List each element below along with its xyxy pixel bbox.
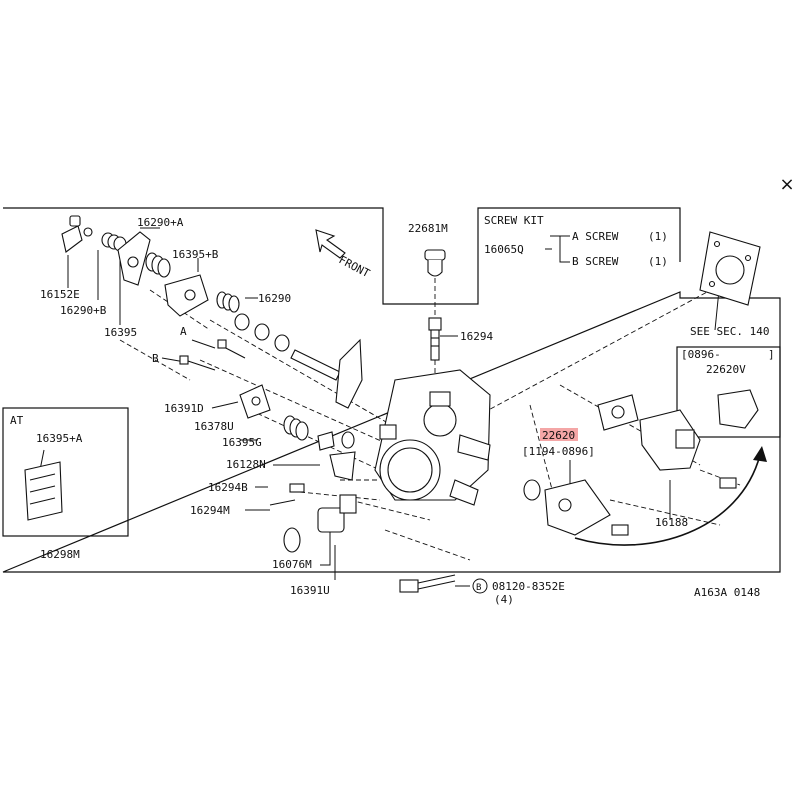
- label-date-0896-close: ]: [768, 348, 775, 361]
- highlight-22620: [540, 428, 578, 441]
- spring-16290-b: [101, 232, 127, 252]
- label-marker-a: A: [180, 325, 187, 338]
- label-a-qty: (1): [648, 230, 668, 243]
- label-footer: A163A 0148: [694, 586, 760, 599]
- bracket-16391D: [239, 384, 271, 419]
- at-subframe: [2, 407, 129, 537]
- gasket-140: [699, 231, 761, 306]
- close-button[interactable]: ×: [779, 174, 795, 195]
- bolt-08120: [399, 574, 456, 593]
- label-16076M: 16076M: [272, 558, 312, 571]
- spring-16378U: [283, 415, 309, 441]
- idle-valve-16188: [639, 409, 701, 471]
- screw-16294B: [289, 483, 305, 493]
- label-16294M: 16294M: [190, 504, 230, 517]
- label-08120: 08120-8352E: [492, 580, 565, 593]
- at-bracket-16395A: [24, 461, 63, 521]
- throttle-lever: [335, 338, 363, 409]
- bolt-b-circle: [472, 578, 488, 594]
- spring-16290: [216, 291, 240, 313]
- bushing-16395G: [317, 431, 355, 451]
- label-bolt-circle: B: [476, 583, 481, 593]
- washer-row: [234, 313, 341, 381]
- label-16065Q: 16065Q: [484, 243, 524, 256]
- label-16128N: 16128N: [226, 458, 266, 471]
- label-b-screw: B SCREW: [572, 255, 619, 268]
- label-16395A: 16395+A: [36, 432, 83, 445]
- screw-b: [179, 355, 216, 371]
- label-date-0896: [0896-: [681, 348, 721, 361]
- sensor-16391U: [317, 494, 357, 533]
- nut-16152E: [61, 215, 93, 253]
- label-16395: 16395: [104, 326, 137, 339]
- sensor-22620: [544, 479, 611, 536]
- label-marker-b: B: [152, 352, 159, 365]
- label-16294: 16294: [460, 330, 493, 343]
- label-see-sec: SEE SEC. 140: [690, 325, 769, 338]
- label-16395G: 16395G: [222, 436, 262, 449]
- screw-a: [217, 339, 246, 359]
- label-16290A: 16290+A: [137, 216, 184, 229]
- label-b-qty: (1): [648, 255, 668, 268]
- screw-16188: [719, 477, 737, 489]
- sensor-16294: [428, 317, 442, 361]
- label-bolt-qty: (4): [494, 593, 514, 606]
- label-16152E: 16152E: [40, 288, 80, 301]
- label-16298M: 16298M: [40, 548, 80, 561]
- idle-valve-subframe: [676, 346, 781, 438]
- lever-16395: [117, 231, 151, 286]
- plug-part: [424, 249, 446, 277]
- gasket-16188: [597, 394, 639, 431]
- label-date-range: [1194-0896]: [522, 445, 595, 458]
- curved-arrow-head: [753, 446, 767, 462]
- bracket-16395b: [164, 274, 209, 317]
- front-arrow: [315, 229, 346, 259]
- label-22620: 22620: [542, 429, 575, 442]
- label-at: AT: [10, 414, 24, 427]
- label-16290: 16290: [258, 292, 291, 305]
- label-16391U: 16391U: [290, 584, 330, 597]
- label-a-screw: A SCREW: [572, 230, 619, 243]
- label-front: FRONT: [337, 253, 373, 280]
- label-16378U: 16378U: [194, 420, 234, 433]
- label-16294B: 16294B: [208, 481, 248, 494]
- label-16290B: 16290+B: [60, 304, 107, 317]
- screw-22620: [611, 524, 629, 536]
- label-22681M: 22681M: [408, 222, 448, 235]
- oring-22620: [523, 479, 541, 501]
- label-16395B: 16395+B: [172, 248, 219, 261]
- screw-16294M: [269, 499, 296, 506]
- label-16391D: 16391D: [164, 402, 204, 415]
- label-22620V: 22620V: [706, 363, 746, 376]
- oring-16076M: [283, 527, 301, 553]
- label-16188: 16188: [655, 516, 688, 529]
- spring-16290-a: [145, 252, 171, 278]
- throttle-body: [374, 369, 491, 506]
- label-screw-kit: SCREW KIT: [484, 214, 544, 227]
- part-22620V: [717, 389, 759, 429]
- curved-arrow: [574, 454, 761, 546]
- lever-16128N: [329, 451, 356, 481]
